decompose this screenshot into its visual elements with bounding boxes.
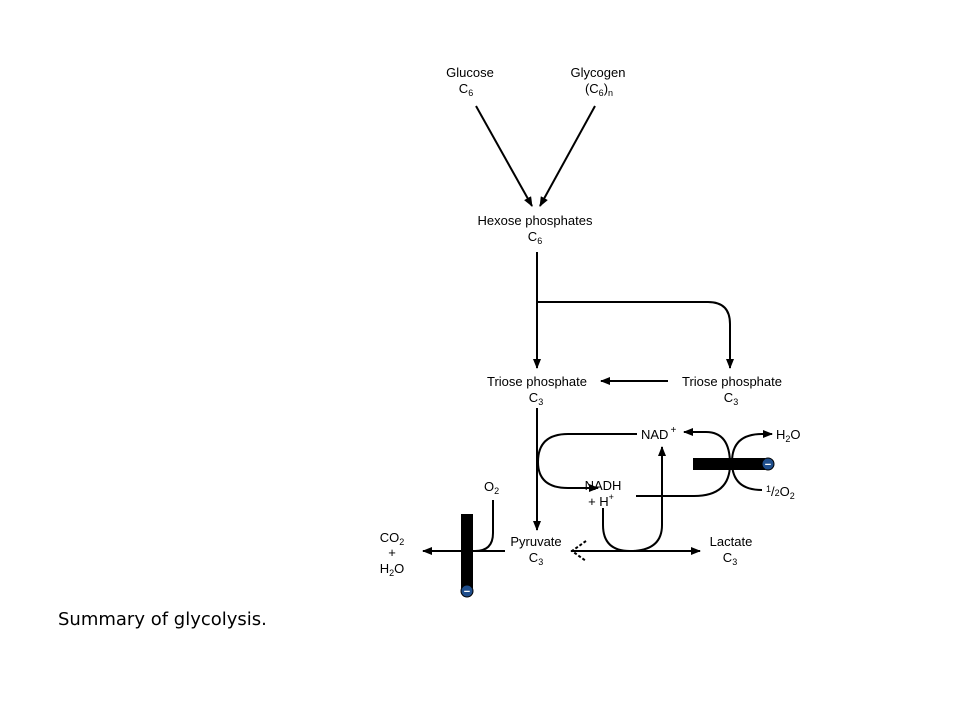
- glucose-formula: C6: [459, 81, 473, 98]
- triose-phosphate-right-formula: C3: [724, 390, 738, 407]
- arrow-glycogen-to-hexose: [539, 105, 596, 207]
- triose-phosphate-right-label: Triose phosphate: [682, 374, 782, 389]
- inhibitor-bar-oxidation: [693, 458, 765, 470]
- nadh-label: NADH: [585, 478, 622, 493]
- arrow-nadh-to-nad-loop: [602, 446, 666, 553]
- arrow-glucose-to-hexose: [475, 105, 533, 207]
- figure-caption: Summary of glycolysis.: [58, 609, 267, 630]
- glucose-label: Glucose: [446, 65, 494, 80]
- minus-icon: −: [765, 459, 771, 471]
- nad-plus-label: NAD+: [641, 425, 676, 442]
- inhibitor-circle-bottom: −: [460, 584, 474, 598]
- lactate-label: Lactate: [710, 534, 753, 549]
- pyruvate-label: Pyruvate: [510, 534, 561, 549]
- half-o2-label: 1/2O2: [766, 484, 795, 501]
- triose-phosphate-left-formula: C3: [529, 390, 543, 407]
- inhibitor-circle-right: −: [761, 457, 775, 471]
- plus-label: +: [388, 545, 396, 560]
- nadh-h-plus-label: + H+: [588, 492, 614, 509]
- arrow-nad-regeneration-loop: [536, 433, 637, 492]
- triose-phosphate-left-label: Triose phosphate: [487, 374, 587, 389]
- hexose-phosphates-formula: C6: [528, 229, 542, 246]
- hexose-phosphates-label: Hexose phosphates: [478, 213, 593, 228]
- inhibitor-bar-aerobic: [461, 514, 473, 588]
- arrow-o2-to-co2: [474, 500, 494, 552]
- glycogen-label: Glycogen: [571, 65, 626, 80]
- lactate-formula: C3: [723, 550, 737, 567]
- glycogen-formula: (C6)n: [585, 81, 613, 98]
- pyruvate-formula: C3: [529, 550, 543, 567]
- h2o-right-label: H2O: [776, 427, 801, 444]
- o2-label: O2: [484, 479, 499, 496]
- co2-label: CO2: [380, 530, 405, 547]
- dashed-arrowhead: [570, 540, 587, 562]
- pathway-arrows: [422, 105, 773, 555]
- h2o-left-label: H2O: [380, 561, 405, 578]
- minus-icon: −: [464, 586, 470, 598]
- arrow-hexose-branch-to-triose-right: [537, 301, 734, 369]
